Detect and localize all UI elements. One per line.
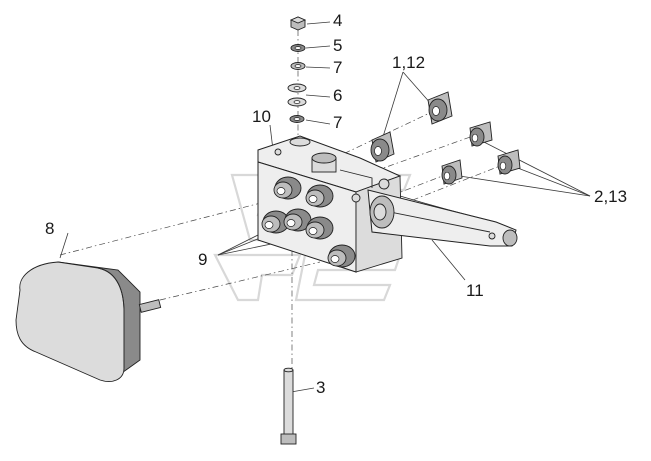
callout-1-12: 1,12 (392, 53, 425, 72)
protective-cover (15, 261, 162, 382)
callout-2-13: 2,13 (594, 187, 627, 206)
callout-labels: 4 5 7 6 7 1,12 10 8 9 2,13 11 3 (45, 11, 627, 397)
callout-9: 9 (198, 250, 207, 269)
callout-7-upper: 7 (333, 58, 342, 77)
callout-4: 4 (333, 11, 342, 30)
leader-lines (59, 21, 591, 393)
front-port-fittings (261, 176, 356, 268)
callout-11: 11 (466, 281, 484, 300)
lever-arm (367, 189, 518, 247)
callout-10: 10 (252, 107, 271, 126)
long-bolt (280, 367, 297, 445)
top-fastener-stack (287, 16, 307, 123)
callout-7-lower: 7 (333, 113, 342, 132)
callout-6: 6 (333, 86, 342, 105)
callout-5: 5 (333, 36, 342, 55)
callout-3: 3 (316, 378, 325, 397)
loose-fittings (370, 91, 521, 185)
callout-8: 8 (45, 219, 54, 238)
